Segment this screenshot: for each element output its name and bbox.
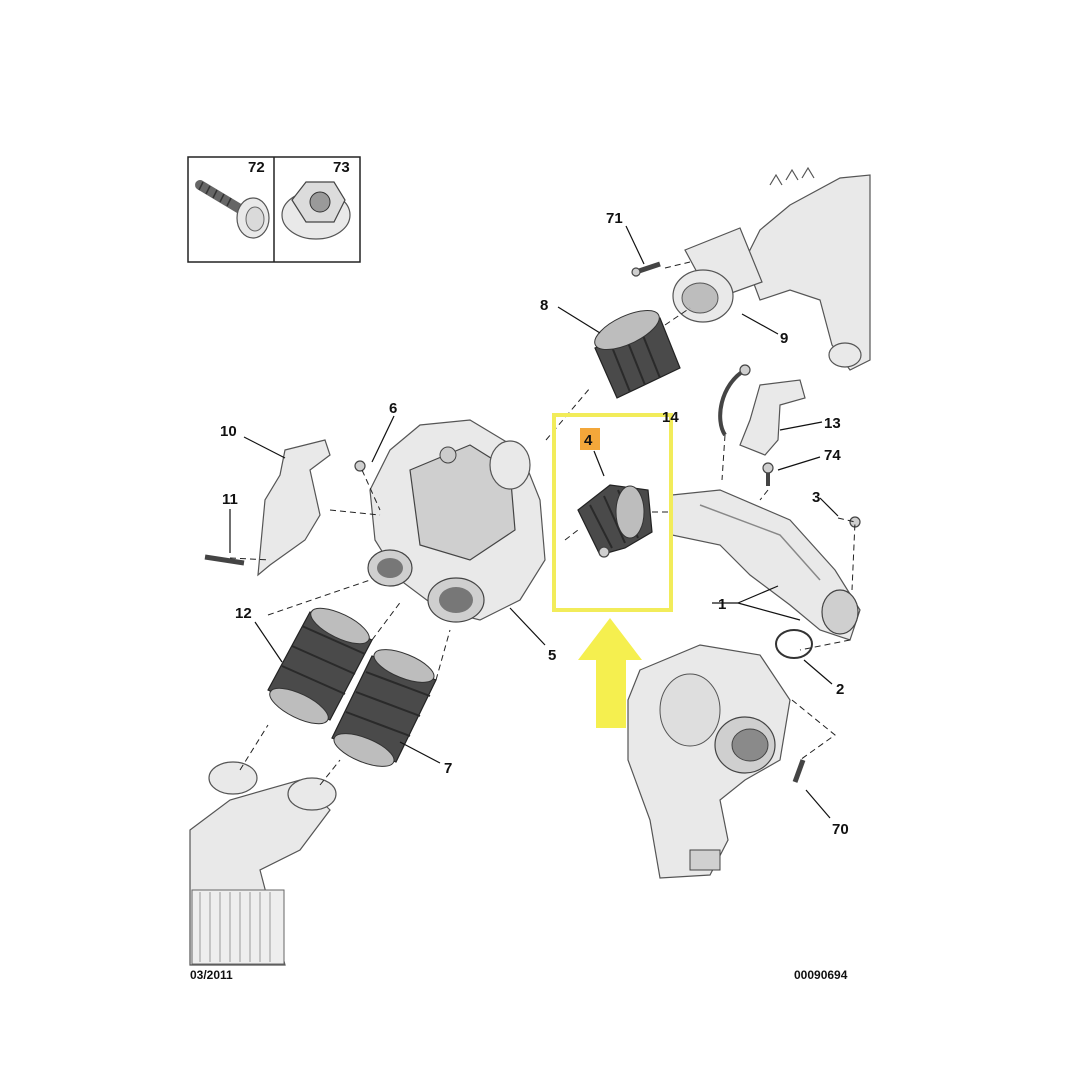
- label-13: 13: [824, 415, 841, 432]
- clip-14: [718, 364, 751, 437]
- leader-lines: [229, 225, 839, 819]
- bolt-71: [631, 261, 661, 277]
- label-71: 71: [606, 210, 623, 227]
- label-10: 10: [220, 423, 237, 440]
- fastener-inset: [187, 156, 361, 263]
- bolt-11: [204, 554, 245, 566]
- intercooler: [189, 761, 337, 966]
- date-code: 03/2011: [190, 968, 233, 982]
- label-1: 1: [718, 596, 726, 613]
- label-14: 14: [662, 409, 679, 426]
- intake-manifold: [744, 166, 871, 371]
- screw-74: [762, 462, 774, 486]
- hose-7: [331, 649, 437, 767]
- bracket-13: [739, 379, 806, 456]
- gasket-2: [775, 629, 813, 659]
- label-2: 2: [836, 681, 844, 698]
- label-72: 72: [248, 159, 265, 176]
- label-70: 70: [832, 821, 849, 838]
- part-4-tag: [580, 428, 600, 450]
- highlight-box: [552, 413, 673, 612]
- screw-6: [354, 460, 366, 472]
- bracket-10: [257, 439, 331, 577]
- part-numbers: 72 73 71 8 9 6 10 11 4 14 13 74 3 1 2 5 …: [220, 159, 849, 838]
- air-duct-1: [671, 489, 861, 641]
- flange-nut-icon: [281, 181, 351, 240]
- screw-icon: [195, 180, 270, 239]
- hose-12: [267, 607, 373, 725]
- flange-elbow: [672, 227, 763, 323]
- label-3: 3: [812, 489, 820, 506]
- label-8: 8: [540, 297, 548, 314]
- label-5: 5: [548, 647, 556, 664]
- label-12: 12: [235, 605, 252, 622]
- throttle-body: [367, 419, 546, 623]
- label-11: 11: [222, 491, 238, 508]
- label-74: 74: [824, 447, 841, 464]
- hose-8: [594, 310, 681, 399]
- highlight-arrow-icon: [578, 618, 642, 728]
- bolt-70: [792, 759, 806, 783]
- diagram-code: 00090694: [794, 968, 848, 982]
- label-4: 4: [584, 432, 593, 449]
- label-7: 7: [444, 760, 452, 777]
- label-9: 9: [780, 330, 788, 347]
- turbocharger: [627, 644, 791, 879]
- hose-4: [577, 484, 653, 558]
- label-6: 6: [389, 400, 397, 417]
- label-73: 73: [333, 159, 350, 176]
